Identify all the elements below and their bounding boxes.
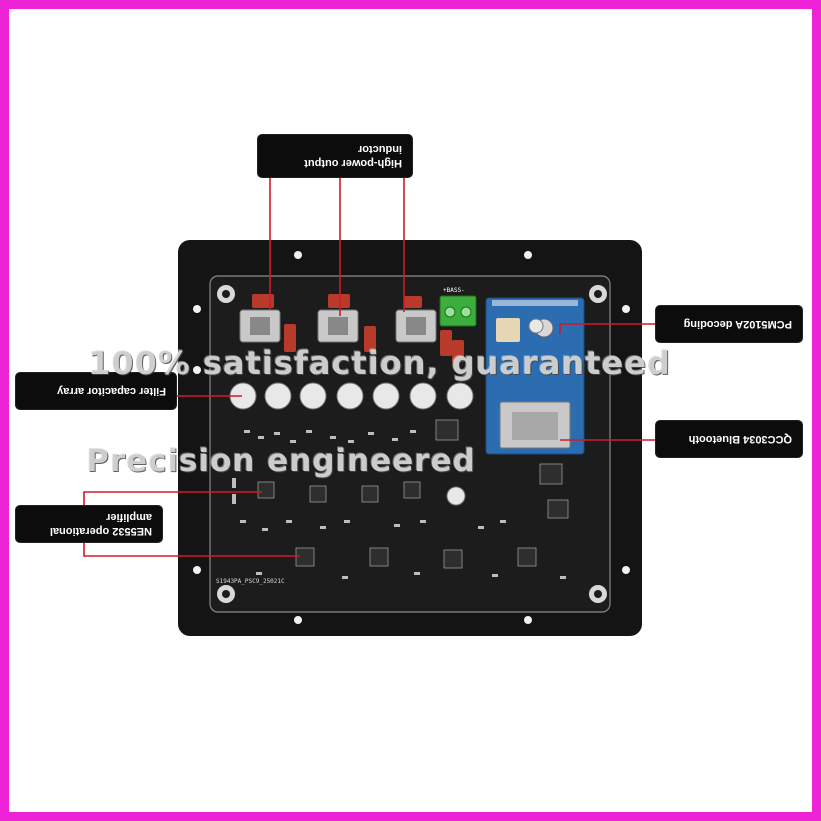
integrated-circuits (257, 419, 569, 569)
filter-capacitor-array (229, 318, 544, 506)
callout-bluetooth: QCC3034 Bluetooth (656, 421, 802, 457)
callout-opamp: NE5532 operational amplifier (16, 506, 162, 542)
callout-pcm-decoding: PCM5102A decoding (656, 306, 802, 342)
callout-filter-text: Filter capacitor array (57, 385, 166, 397)
callout-pcm-text: PCM5102A decoding (683, 318, 792, 330)
inductors (239, 309, 437, 343)
callout-inductor-text: High-power output inductor (304, 143, 402, 169)
callout-opamp-text: NE5532 operational amplifier (49, 511, 152, 537)
smd-components (232, 430, 566, 579)
pcb-serial-label: S1943PA_PSC9_25021C (216, 578, 285, 585)
film-capacitors (252, 294, 464, 362)
bass-terminal (439, 295, 477, 327)
bluetooth-module (485, 297, 585, 455)
bass-terminal-label: +BASS- (443, 287, 465, 294)
overlay-precision-text: Precision engineered (86, 443, 476, 479)
pcb-corner-holes (217, 285, 607, 603)
callout-inductor: High-power output inductor (258, 135, 412, 177)
callout-bluetooth-text: QCC3034 Bluetooth (688, 433, 792, 445)
plate-holes (193, 251, 630, 624)
leader-lines (83, 176, 656, 557)
overlay-satisfaction-text: 100% satisfaction, guaranteed (88, 344, 671, 382)
